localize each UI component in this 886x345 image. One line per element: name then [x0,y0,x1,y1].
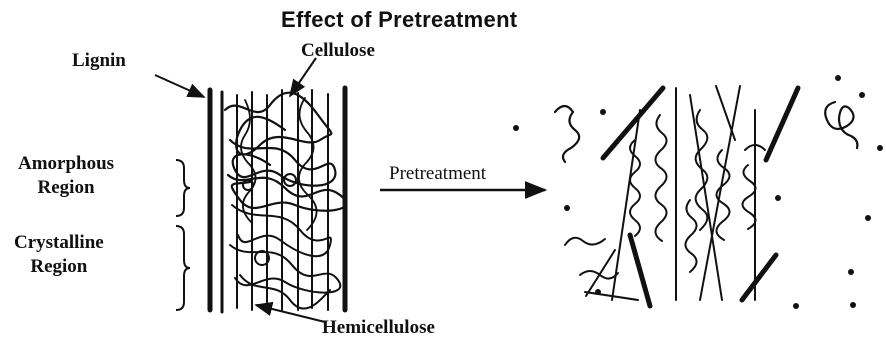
annotation-arrows [155,58,545,322]
cellulose-fiber [586,250,615,296]
lignin-strand [742,165,755,229]
hemicellulose-strand [230,245,340,293]
crystalline-label-line-1: Crystalline [14,231,104,255]
lignin-arrow [155,75,204,97]
lignin-strand [696,110,708,230]
crystalline-brace [176,226,190,310]
hemicellulose-strand [630,140,640,236]
hemicellulose-strand [655,115,666,241]
broken-fiber [603,88,663,158]
intact-biomass-bundle [210,88,346,312]
hemicellulose-arrow [256,305,325,322]
diagram-title: Effect of Pretreatment [281,7,517,33]
pretreated-biomass [555,86,857,306]
hemicellulose-label: Hemicellulose [322,317,435,339]
lignin-fragment [825,102,857,148]
lignin-strand [685,200,696,272]
amorphous-region-label: Amorphous Region [18,152,114,200]
broken-fiber [742,255,776,300]
crystalline-label-line-2: Region [14,255,104,279]
amorphous-label-line-1: Amorphous [18,152,114,176]
amorphous-label-line-2: Region [18,176,114,200]
cellulose-fiber [612,110,640,300]
broken-fiber [766,88,798,160]
crystalline-region-label: Crystalline Region [14,231,104,279]
lignin-label: Lignin [72,50,126,72]
hemicellulose-fragment [565,238,605,245]
hemicellulose-fragment [580,271,618,279]
pretreatment-label: Pretreatment [389,163,486,185]
broken-fiber [630,235,650,306]
lignin-fragment [555,106,579,162]
cellulose-label: Cellulose [301,40,375,62]
amorphous-brace [176,160,190,216]
lignin-strand [716,150,729,240]
